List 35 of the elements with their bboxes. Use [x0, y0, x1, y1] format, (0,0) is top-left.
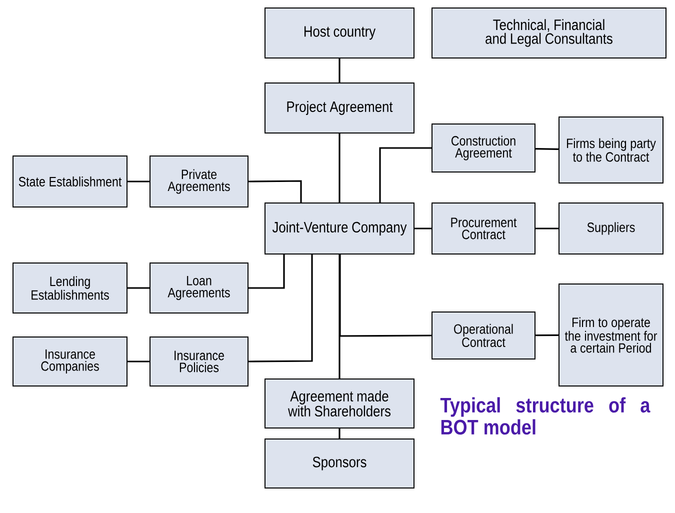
process-box: Private Agreements	[150, 156, 248, 208]
connector-line	[128, 180, 150, 182]
connector-line	[248, 254, 313, 362]
connector-line	[379, 147, 432, 202]
process-box: Suppliers	[558, 202, 664, 254]
connector-line	[248, 254, 285, 289]
process-box: Construction Agreement	[432, 124, 536, 172]
connector-line	[338, 254, 340, 378]
process-box: Project Agreement	[264, 82, 414, 134]
connector-line	[339, 254, 432, 337]
connector-line	[248, 180, 302, 202]
process-box: Joint-Venture Company	[264, 202, 414, 254]
connector-line	[338, 58, 340, 82]
title: Typical structure of a BOT model	[440, 397, 650, 435]
process-box: Firms being party to the Contract	[558, 116, 664, 184]
connector-line	[128, 287, 150, 289]
connector-line	[536, 334, 558, 336]
process-box: Procurement Contract	[432, 202, 536, 254]
process-box: Agreement made with Shareholders	[264, 378, 414, 428]
process-box: Lending Establishments	[12, 262, 128, 314]
process-box: Technical, Financial and Legal Consultants	[432, 8, 666, 58]
process-box: Sponsors	[264, 438, 414, 488]
process-box: Host country	[264, 8, 414, 58]
process-box: Operational Contract	[432, 312, 536, 360]
process-box: Insurance Companies	[12, 336, 128, 386]
process-box: Firm to operate the investment for a certain Period	[558, 284, 664, 386]
process-box: State Establishment	[12, 156, 128, 208]
connector-line	[128, 360, 150, 362]
connector-line	[338, 428, 340, 438]
connector-line	[338, 134, 340, 202]
connector-line	[414, 228, 432, 230]
connector-line	[536, 228, 558, 230]
process-box: Insurance Policies	[150, 336, 248, 386]
connector-line	[536, 148, 559, 150]
process-box: Loan Agreements	[150, 262, 248, 314]
